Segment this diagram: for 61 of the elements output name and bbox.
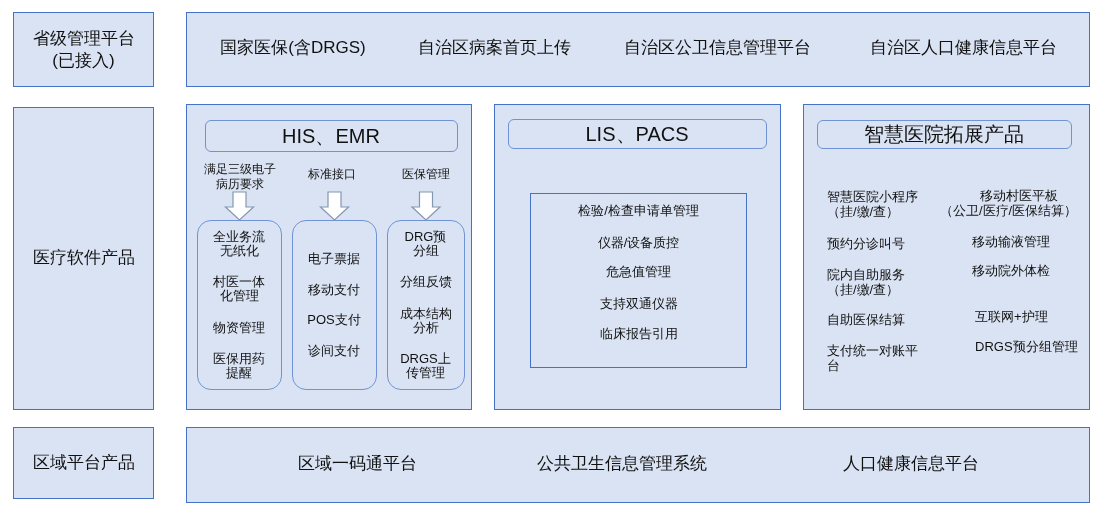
section-title: LIS、PACS (585, 121, 689, 146)
feature-item: 智慧医院小程序（挂/缴/查） (827, 189, 919, 220)
module-item: 医保用药提醒 (212, 351, 266, 380)
category-box (13, 427, 154, 499)
feature-item: 支付统一对账平台 (827, 342, 919, 373)
arrow-label: 标准接口 (308, 167, 356, 182)
module-item: 电子票据 (308, 251, 360, 266)
block-arrow (318, 191, 351, 221)
platform-panel (186, 12, 1090, 87)
category-box (13, 12, 154, 87)
feature-item: 移动院外体检 (972, 262, 1050, 278)
feature-item: 支持双通仪器 (599, 295, 678, 312)
product-panel (186, 104, 472, 410)
module-item: 成本结构分析 (399, 306, 452, 335)
platform-panel (186, 427, 1090, 503)
feature-item: 预约分诊叫号 (827, 235, 905, 250)
block-arrow (410, 191, 442, 221)
module-box (292, 220, 377, 390)
feature-item: 移动村医平板（公卫/医疗/医保结算） (940, 188, 1078, 218)
module-box (387, 220, 465, 390)
feature-box (530, 193, 747, 368)
platform-name: 区域一码通平台 (297, 453, 417, 475)
section-title: 智慧医院拓展产品 (864, 122, 1024, 146)
header-box (817, 120, 1072, 149)
feature-item: 危急值管理 (606, 264, 671, 280)
feature-item: 互联网+护理 (975, 308, 1048, 324)
feature-item: 移动输液管理 (972, 233, 1050, 249)
module-item: 全业务流无纸化 (212, 229, 266, 258)
module-item: DRG预分组 (403, 229, 448, 258)
feature-item: 院内自助服务（挂/缴/查） (827, 266, 906, 297)
platform-name: 自治区病案首页上传 (418, 37, 571, 59)
category-label: 区域平台产品 (32, 452, 135, 474)
platform-name: 自治区公卫信息管理平台 (624, 37, 811, 59)
feature-item: 临床报告引用 (599, 325, 678, 342)
module-item: 移动支付 (308, 282, 360, 297)
platform-name: 国家医保(含DRGS) (220, 37, 366, 59)
feature-item: DRGS预分组管理 (975, 338, 1078, 354)
platform-name: 公共卫生信息管理系统 (536, 453, 707, 475)
module-item: DRGS上传管理 (399, 351, 452, 380)
platform-name: 人口健康信息平台 (843, 453, 979, 475)
feature-item: 检验/检查申请单管理 (578, 203, 699, 219)
product-panel (494, 104, 781, 410)
block-arrow (223, 191, 256, 221)
product-panel (803, 104, 1090, 410)
module-item: 诊间支付 (308, 344, 360, 358)
module-item: 物资管理 (212, 320, 266, 335)
header-box (205, 120, 458, 152)
module-item: 村医一体化管理 (212, 274, 266, 303)
module-item: POS支付 (307, 313, 361, 327)
feature-item: 仪器/设备质控 (597, 234, 680, 251)
module-box (197, 220, 282, 390)
section-title: HIS、EMR (282, 123, 380, 148)
arrow-label: 满足三级电子病历要求 (203, 162, 277, 192)
feature-item: 自助医保结算 (827, 311, 905, 326)
module-item: 分组反馈 (399, 275, 452, 289)
category-box (13, 107, 154, 410)
platform-name: 自治区人口健康信息平台 (870, 37, 1057, 59)
arrow-label: 医保管理 (402, 167, 450, 182)
category-label: 省级管理平台(已接入) (31, 27, 136, 72)
category-label: 医疗软件产品 (32, 247, 135, 269)
header-box (508, 119, 767, 149)
